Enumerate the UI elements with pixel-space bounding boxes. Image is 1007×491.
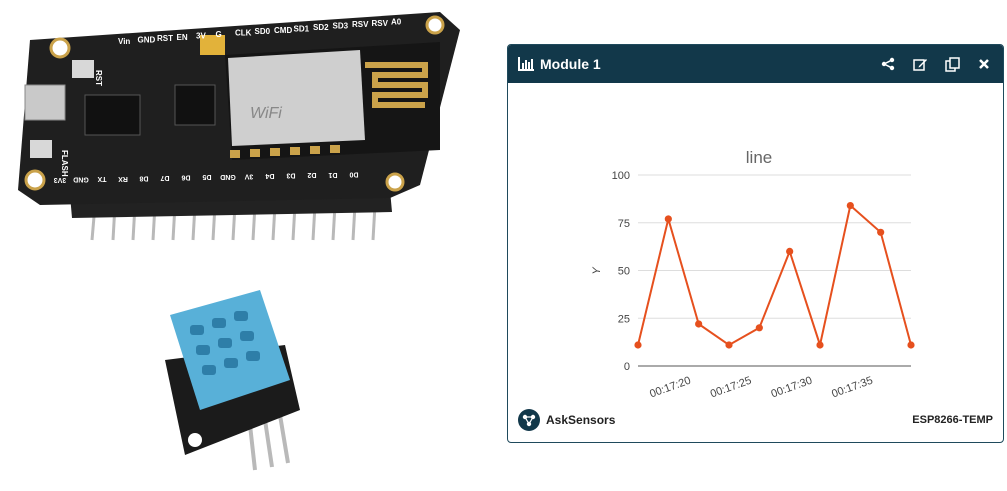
y-axis-label: Y	[591, 267, 603, 275]
chart-area: line0255075100YX00:17:2000:17:2500:17:30…	[508, 83, 1003, 438]
y-tick-label: 50	[618, 266, 630, 278]
x-tick-label: 00:17:25	[709, 375, 753, 401]
board-top-pin-label: RSV	[352, 20, 369, 29]
y-tick-label: 0	[624, 361, 630, 373]
bar-chart-icon	[518, 57, 534, 71]
board-top-pin-label: RSV	[372, 19, 389, 28]
board-bottom-pin-label: D3	[286, 172, 295, 179]
board-bottom-pin-label: TX	[97, 175, 106, 182]
board-bottom-pin-label: D5	[202, 173, 211, 180]
board-bottom-pin-label: D0	[349, 170, 358, 177]
card-title: Module 1	[518, 56, 601, 72]
board-top-pin-label: SD1	[294, 24, 310, 33]
board-bottom-pin-label: D7	[160, 174, 169, 181]
board-bottom-pin-label: D4	[265, 172, 274, 179]
board-bottom-pin-label: 3V3	[54, 176, 67, 183]
board-top-pin-label: A0	[391, 17, 402, 26]
board-bottom-pin-label: D2	[307, 171, 316, 178]
board-label-rst: RST	[94, 70, 103, 86]
board-top-pin-label: CMD	[274, 26, 292, 35]
data-point[interactable]	[907, 341, 915, 349]
y-tick-label: 75	[618, 218, 630, 230]
card-footer: AskSensors ESP8266-TEMP	[508, 398, 1003, 442]
board-top-pin-label: SD0	[255, 27, 271, 36]
board-label-wifi: WiFi	[250, 105, 282, 122]
dht11-cap	[170, 290, 290, 410]
card-header: Module 1	[508, 45, 1003, 83]
board-top-pin-label: Vin	[118, 37, 130, 46]
board-top-pin-label: G	[216, 30, 222, 39]
close-icon[interactable]	[975, 55, 993, 73]
board-top-pin-label: CLK	[235, 29, 252, 38]
board-bottom-pin-label: D8	[139, 174, 148, 181]
brand: AskSensors	[518, 409, 615, 431]
series-line	[637, 203, 912, 349]
board-top-pin-label: EN	[177, 33, 188, 42]
share-icon[interactable]	[879, 55, 897, 73]
data-point[interactable]	[786, 247, 794, 255]
data-point[interactable]	[634, 341, 642, 349]
y-tick-label: 100	[612, 170, 630, 182]
edit-icon[interactable]	[911, 55, 929, 73]
board-top-pin-label: RST	[157, 34, 173, 43]
data-point[interactable]	[725, 341, 733, 349]
dht11-sensor-image	[165, 290, 300, 471]
line-chart: line0255075100YX00:17:2000:17:2500:17:30…	[591, 148, 915, 438]
x-tick-label: 00:17:30	[770, 375, 814, 401]
data-point[interactable]	[664, 215, 672, 223]
board-bottom-pin-label: D6	[181, 174, 190, 181]
card-actions	[879, 55, 993, 73]
board-bottom-pin-label: 3V	[244, 172, 253, 179]
copy-icon[interactable]	[943, 55, 961, 73]
data-point[interactable]	[846, 201, 854, 210]
board-bottom-pin-label: D1	[328, 171, 337, 178]
board-bottom-pin-labels: 3V3 GND TX RX D8 D7 D6 D5 GND 3V D4 D3 D2 D1 D0	[54, 170, 359, 183]
x-tick-label: 00:17:20	[648, 375, 692, 401]
board-bottom-pin-label: GND	[220, 173, 236, 180]
data-point[interactable]	[695, 320, 703, 328]
board-top-pin-label: GND	[138, 36, 156, 45]
board-label-flash: FLASH	[60, 150, 69, 177]
data-point[interactable]	[755, 324, 763, 332]
x-tick-label: 00:17:35	[830, 375, 874, 401]
board-bottom-pin-label: RX	[118, 175, 128, 182]
board-top-pin-label: SD2	[313, 23, 329, 32]
module-card: Module 1 line0255075100YX00:17:2000:17:2…	[507, 44, 1004, 443]
data-point[interactable]	[816, 341, 824, 349]
data-point[interactable]	[877, 228, 885, 236]
board-bottom-pin-label: GND	[73, 176, 89, 183]
board-top-pin-label: 3V	[196, 31, 206, 40]
chart-title: line	[746, 148, 772, 167]
device-name: ESP8266-TEMP	[912, 414, 993, 426]
y-tick-label: 25	[618, 313, 630, 325]
asksensors-logo-icon	[518, 409, 540, 431]
brand-name: AskSensors	[546, 413, 616, 427]
module-title: Module 1	[540, 56, 601, 72]
board-top-pin-label: SD3	[333, 22, 349, 31]
